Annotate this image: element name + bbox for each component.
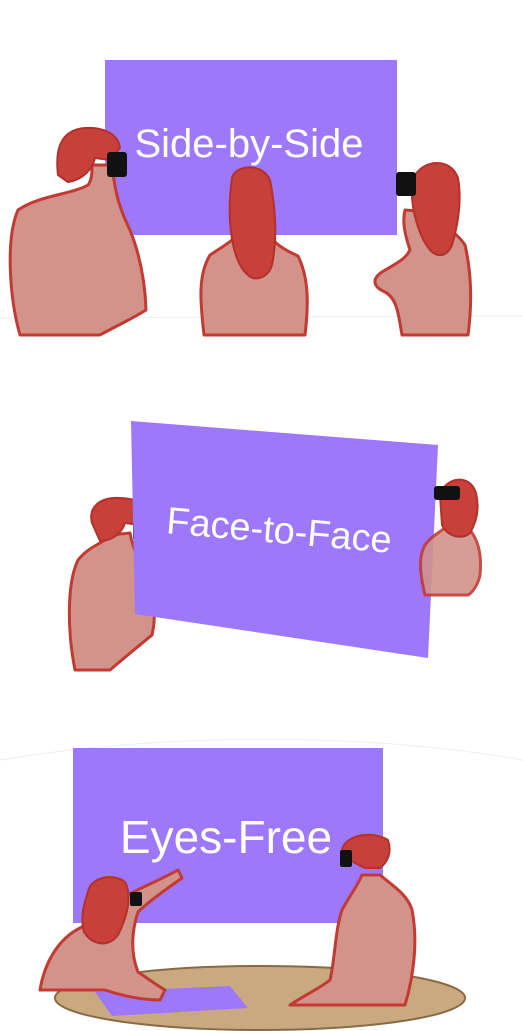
vr-headset-icon	[130, 892, 142, 906]
panel-eyes-free: Eyes-Free	[0, 690, 523, 1031]
vr-headset-icon	[434, 486, 460, 500]
vr-headset-icon	[340, 850, 352, 867]
shared-screen	[131, 421, 438, 658]
vr-headset-icon	[396, 172, 416, 196]
side-by-side-illustration: Side-by-Side	[0, 60, 523, 337]
vr-headset-icon	[107, 152, 127, 177]
person-right	[288, 833, 417, 1007]
person-right	[373, 161, 473, 337]
screen-label: Eyes-Free	[120, 811, 332, 863]
person-right	[419, 478, 482, 597]
panel-face-to-face: Face-to-Face	[0, 345, 523, 690]
eyes-free-illustration: Eyes-Free	[0, 738, 523, 1031]
person-left	[38, 868, 184, 1002]
person-middle	[199, 166, 309, 337]
screen-label: Side-by-Side	[134, 122, 363, 166]
face-to-face-illustration: Face-to-Face	[67, 421, 482, 672]
person-left	[8, 126, 148, 337]
panel-side-by-side: Side-by-Side	[0, 0, 523, 345]
